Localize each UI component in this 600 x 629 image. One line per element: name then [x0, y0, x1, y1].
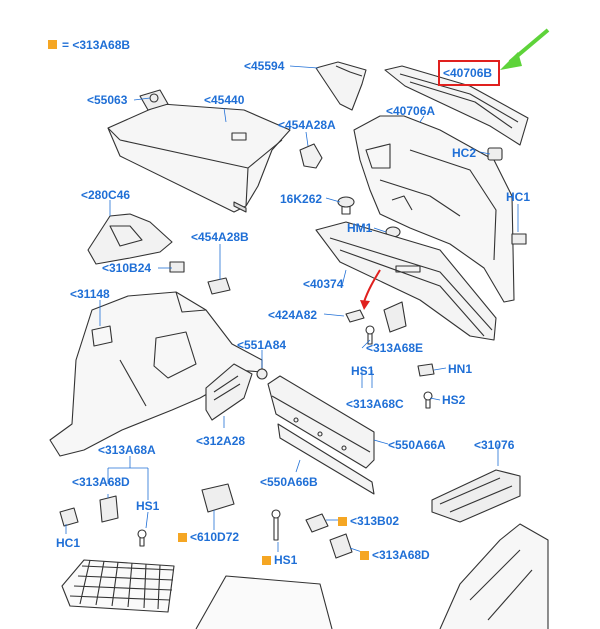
leader-lines	[65, 65, 519, 553]
trim-strip-part	[384, 65, 529, 146]
label-312a28: <312A28	[196, 434, 246, 448]
screw-hs1-mid	[271, 509, 281, 541]
clip-551a84	[256, 368, 268, 380]
label-454a28b: <454A28B	[191, 230, 249, 244]
label-550a66a: <550A66A	[388, 438, 446, 452]
label-313a68e: <313A68E	[366, 341, 424, 355]
label-hc2: HC2	[452, 146, 477, 160]
clip-310b24	[169, 261, 185, 273]
bracket-313a68d	[99, 495, 119, 523]
label-hs1-low: HS1	[262, 553, 297, 567]
label-hc1-left: HC1	[56, 536, 81, 550]
pointer-arrow	[360, 269, 381, 310]
trim-panel-part	[353, 115, 515, 303]
label-610d72-text: <610D72	[190, 530, 240, 544]
label-454a28a: <454A28A	[278, 118, 336, 132]
screw-313a68e	[365, 325, 375, 345]
highlight-arrow	[500, 28, 550, 70]
hc1-clip-left	[59, 507, 79, 527]
label-16k262: 16K262	[280, 192, 323, 206]
hn1-nut	[417, 363, 435, 377]
highlight-box	[438, 60, 500, 86]
label-hn1: HN1	[448, 362, 473, 376]
label-45594: <45594	[244, 59, 285, 73]
label-55063: <55063	[87, 93, 128, 107]
load-cover-part	[107, 89, 291, 213]
label-610d72: <610D72	[178, 530, 239, 544]
label-550a66b: <550A66B	[260, 475, 318, 489]
label-313a68c: <313A68C	[346, 397, 404, 411]
label-424a82: <424A82	[268, 308, 318, 322]
tray-31076	[431, 469, 521, 523]
label-313a68d: <313A68D	[72, 475, 130, 489]
body-structure	[439, 523, 549, 629]
label-313b02-text: <313B02	[350, 514, 400, 528]
hc1-clip-right	[511, 233, 527, 245]
label-40706a: <40706A	[386, 104, 436, 118]
hc2-clip	[487, 147, 503, 161]
legend-text: = <313A68B	[62, 38, 131, 52]
label-31076: <31076	[474, 438, 515, 452]
label-40706b: <40706B	[443, 66, 493, 80]
label-hm1: HM1	[347, 221, 373, 235]
push-fastener-16k262	[337, 196, 355, 215]
bracket-313a68e	[383, 301, 407, 333]
small-panel-280c46	[87, 213, 173, 265]
scuff-plate-part	[315, 221, 497, 341]
label-45440: <45440	[204, 93, 245, 107]
label-310b24: <310B24	[102, 261, 152, 275]
floor-mat-part	[195, 575, 333, 629]
label-313a68d-low: <313A68D	[360, 548, 430, 562]
label-280c46: <280C46	[81, 188, 131, 202]
label-313a68a: <313A68A	[98, 443, 156, 457]
label-hc1-right: HC1	[506, 190, 531, 204]
label-313a68d-low-text: <313A68D	[372, 548, 430, 562]
handle-610d72	[201, 483, 235, 513]
legend-marker	[48, 40, 57, 49]
clip-454a28b	[207, 277, 231, 295]
label-40374: <40374	[303, 277, 344, 291]
label-hs1-low-text: HS1	[274, 553, 298, 567]
label-313b02: <313B02	[338, 514, 399, 528]
hs2-screw	[423, 391, 433, 409]
screw-hs1-left	[137, 529, 147, 547]
label-hs1-left: HS1	[136, 499, 160, 513]
clip-454a28a	[299, 143, 323, 169]
plug-424a82	[345, 309, 365, 323]
bracket-313a68d-low	[329, 533, 353, 559]
trim-strips-550a66	[267, 375, 375, 495]
wedge-trim-part	[315, 61, 367, 111]
panel-312a28	[205, 363, 253, 421]
label-31148: <31148	[70, 287, 110, 301]
label-hs2: HS2	[442, 393, 466, 407]
label-551a84: <551A84	[237, 338, 287, 352]
cargo-net-part	[61, 559, 175, 613]
clip-313b02	[305, 513, 329, 533]
label-hs1-mid: HS1	[351, 364, 375, 378]
